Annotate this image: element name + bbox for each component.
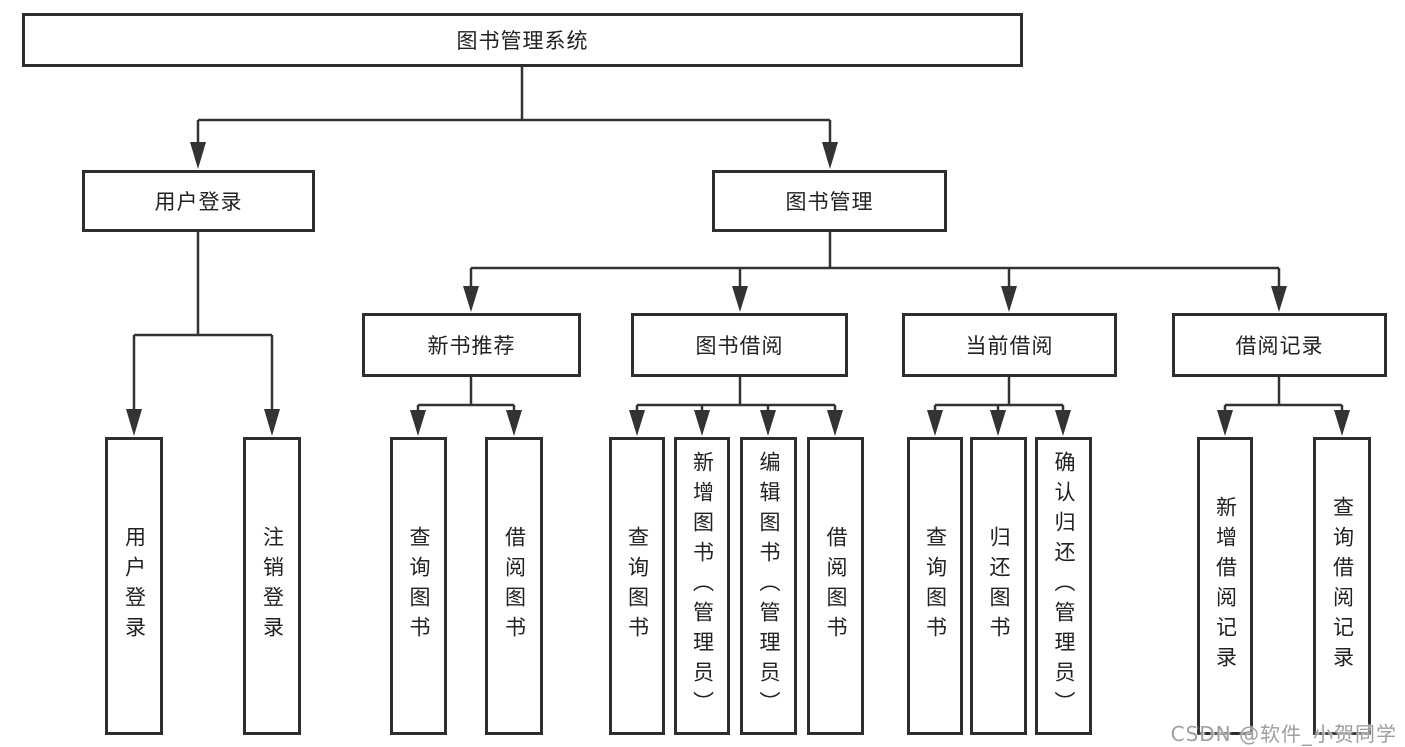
leaf-label: 确认归还（管理员） bbox=[1052, 451, 1076, 721]
node-book-borrowing-label: 图书借阅 bbox=[695, 334, 784, 358]
node-user-login-label: 用户登录 bbox=[154, 190, 243, 214]
node-book-management-label: 图书管理 bbox=[785, 190, 874, 214]
node-new-book-recommend: 新书推荐 bbox=[362, 313, 581, 377]
node-leaf-query-books-borrowing: 查询图书 bbox=[609, 437, 665, 735]
leaf-label: 用户登录 bbox=[122, 526, 147, 646]
node-book-management: 图书管理 bbox=[712, 170, 947, 232]
node-new-book-recommend-label: 新书推荐 bbox=[427, 334, 516, 358]
leaf-label: 归还图书 bbox=[987, 526, 1011, 646]
leaf-label: 编辑图书（管理员） bbox=[757, 451, 781, 721]
node-current-borrowing-label: 当前借阅 bbox=[965, 334, 1054, 358]
node-root-system: 图书管理系统 bbox=[22, 13, 1023, 67]
node-current-borrowing: 当前借阅 bbox=[902, 313, 1117, 377]
leaf-label: 查询图书 bbox=[923, 526, 948, 646]
node-leaf-user-login: 用户登录 bbox=[105, 437, 163, 735]
node-leaf-confirm-return-admin: 确认归还（管理员） bbox=[1035, 437, 1092, 735]
node-user-login: 用户登录 bbox=[82, 170, 315, 232]
leaf-label: 借阅图书 bbox=[502, 526, 527, 646]
node-leaf-edit-books-admin: 编辑图书（管理员） bbox=[740, 437, 797, 735]
csdn-watermark: CSDN @软件_小贺同学 bbox=[1170, 722, 1397, 746]
node-leaf-borrow-books-recommend: 借阅图书 bbox=[485, 437, 543, 735]
node-leaf-query-books-recommend: 查询图书 bbox=[390, 437, 447, 735]
node-leaf-logout: 注销登录 bbox=[243, 437, 301, 735]
leaf-label: 查询图书 bbox=[625, 526, 650, 646]
node-borrowing-records-label: 借阅记录 bbox=[1235, 334, 1324, 358]
node-leaf-add-books-admin: 新增图书（管理员） bbox=[674, 437, 730, 735]
leaf-label: 查询借阅记录 bbox=[1330, 496, 1355, 676]
leaf-label: 查询图书 bbox=[407, 526, 431, 646]
leaf-label: 注销登录 bbox=[260, 526, 285, 646]
node-book-borrowing: 图书借阅 bbox=[631, 313, 848, 377]
node-borrowing-records: 借阅记录 bbox=[1172, 313, 1387, 377]
node-leaf-borrow-books-borrowing: 借阅图书 bbox=[807, 437, 864, 735]
node-leaf-return-books: 归还图书 bbox=[970, 437, 1027, 735]
node-leaf-query-books-current: 查询图书 bbox=[907, 437, 963, 735]
leaf-label: 新增借阅记录 bbox=[1213, 496, 1238, 676]
node-root-label: 图书管理系统 bbox=[456, 29, 589, 53]
node-leaf-add-borrow-record: 新增借阅记录 bbox=[1197, 437, 1253, 735]
leaf-label: 借阅图书 bbox=[824, 526, 848, 646]
node-leaf-query-borrow-record: 查询借阅记录 bbox=[1313, 437, 1371, 735]
leaf-label: 新增图书（管理员） bbox=[690, 451, 715, 721]
